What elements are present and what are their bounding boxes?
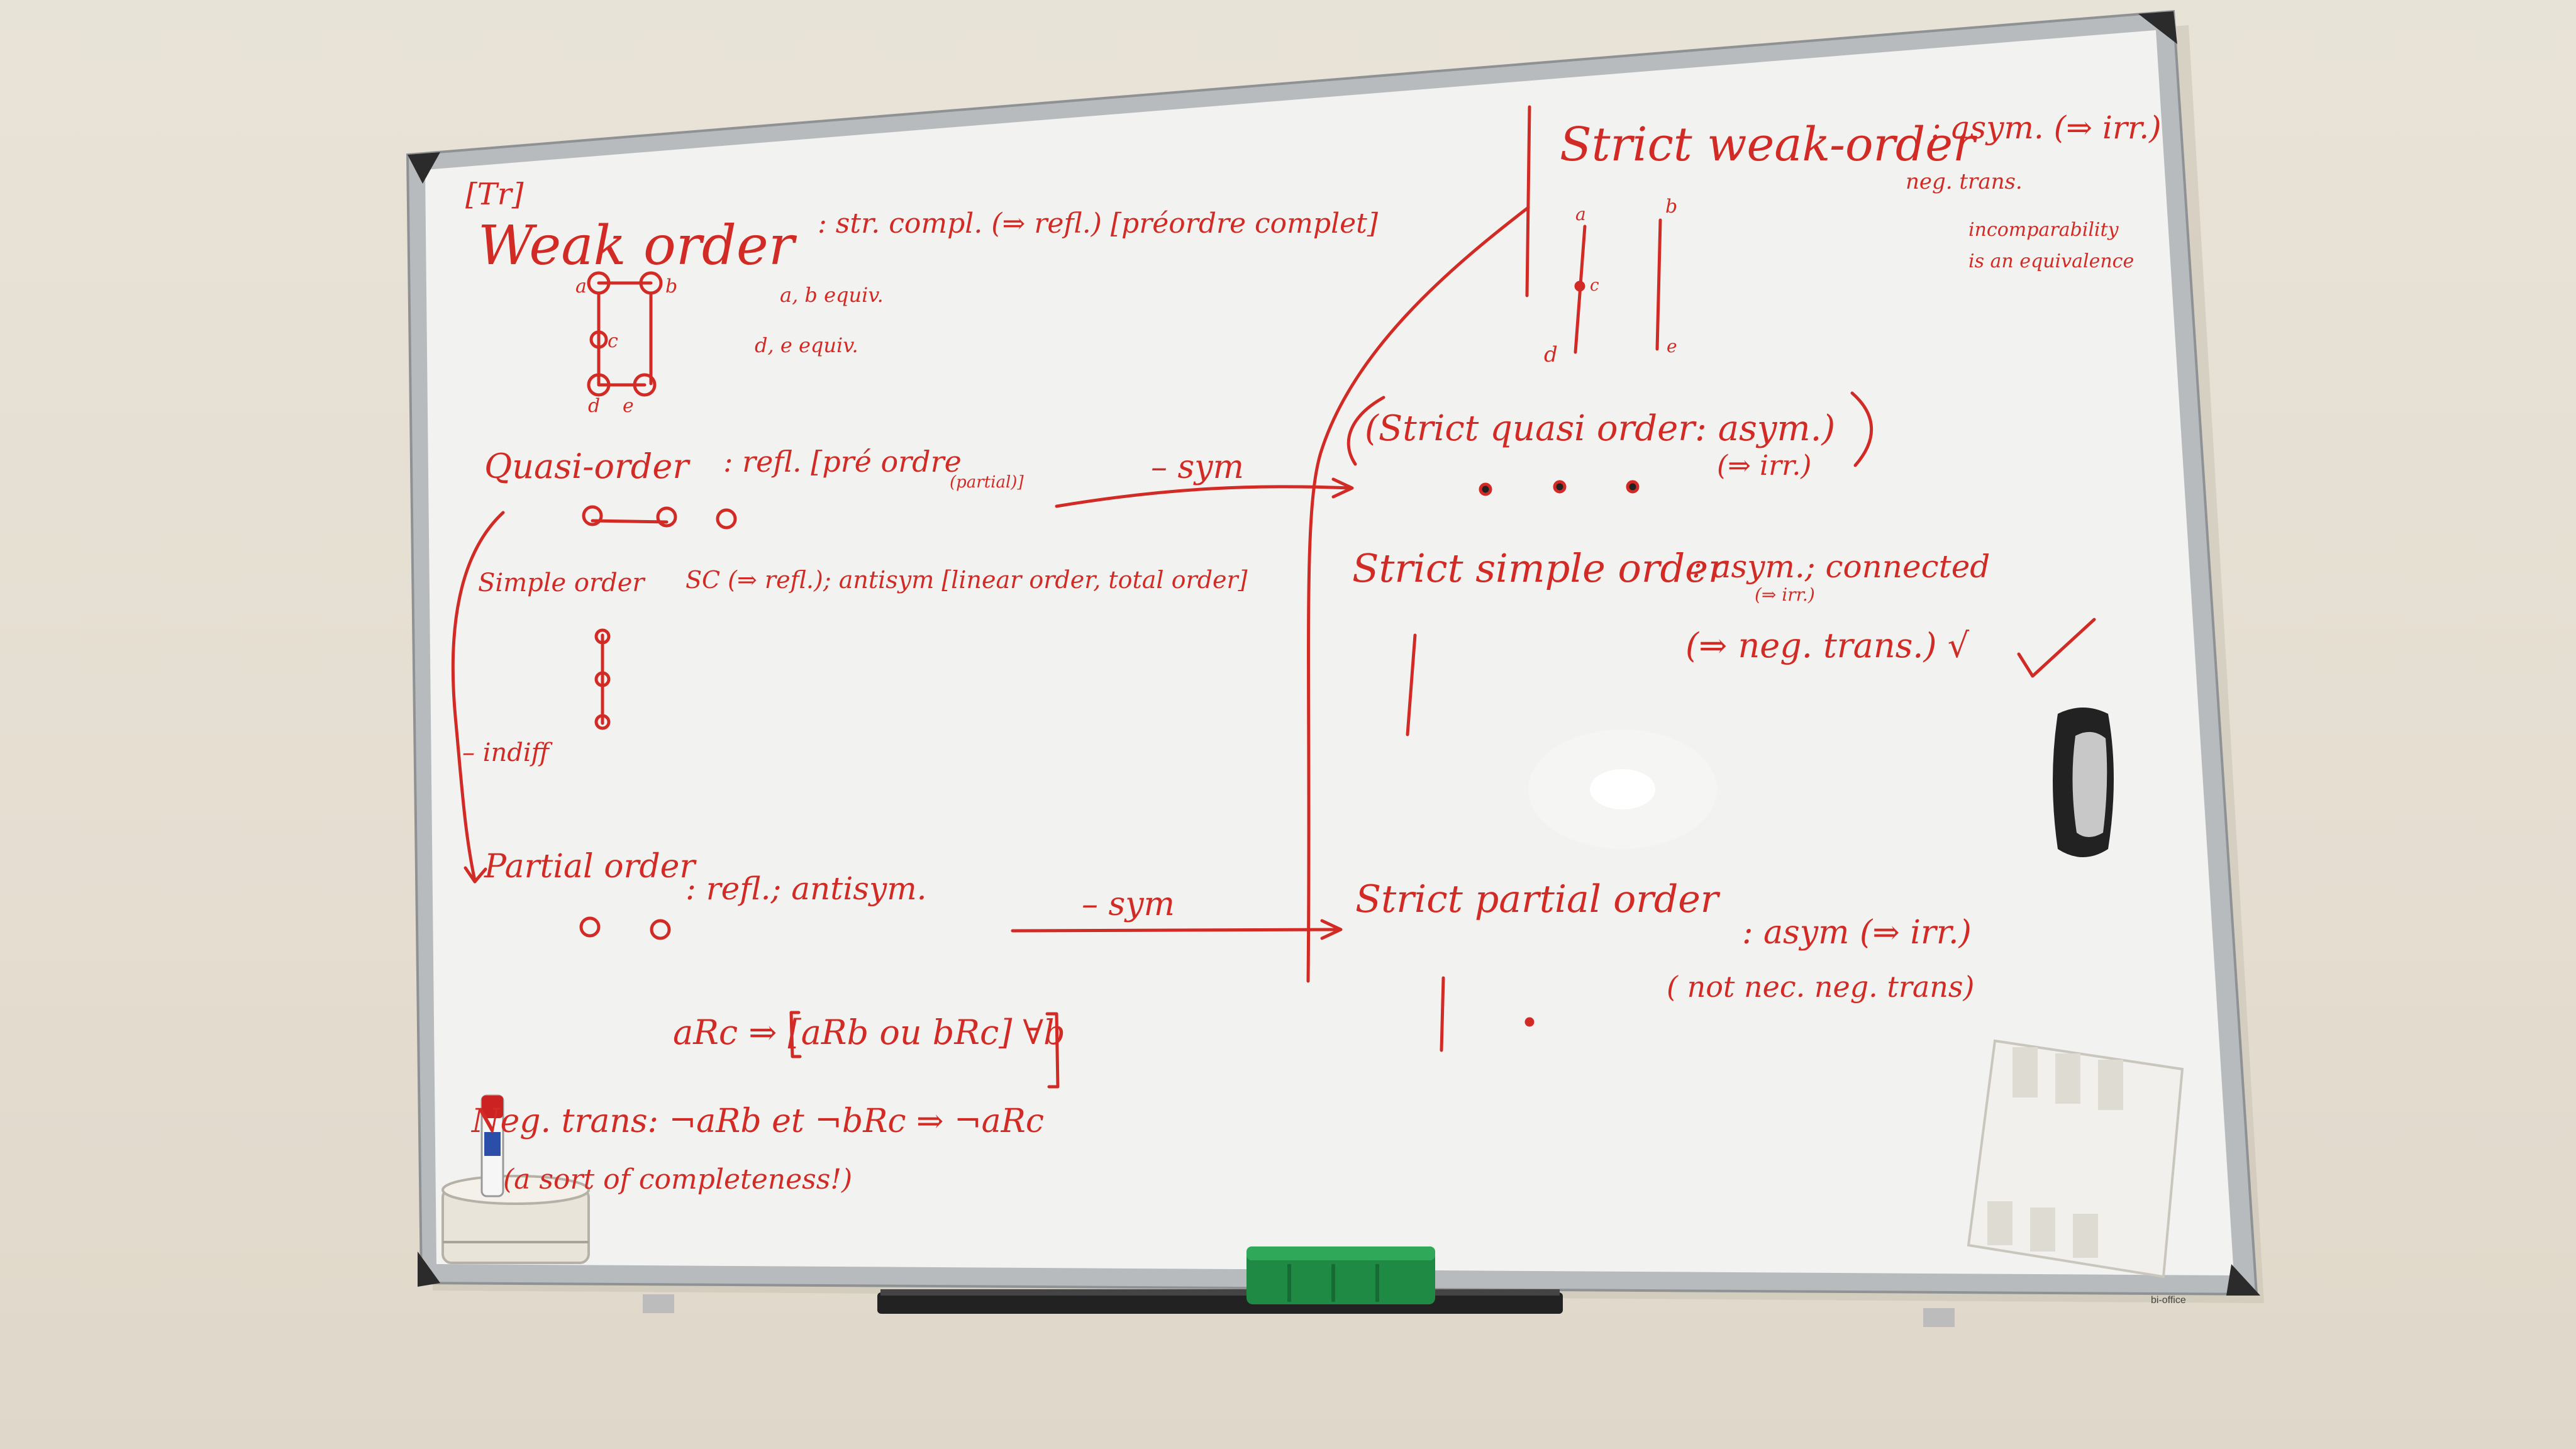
strict-weak-node-c: c [1590, 276, 1599, 295]
weak-order-node-e: e [623, 395, 634, 417]
marker-rack [1967, 1039, 2184, 1279]
strict-partial-definition: : asym (⇒ irr.) [1742, 914, 1972, 952]
strict-simple-definition: : asym.; connected [1692, 548, 1990, 585]
strict-quasi-sub: (⇒ irr.) [1717, 450, 1811, 482]
quasi-order-title: Quasi-order [484, 447, 691, 486]
indiff-label: – indiff [462, 738, 553, 767]
partial-order-definition: : refl.; antisym. [686, 870, 927, 907]
arrow-partial-to-strict [1011, 928, 1341, 933]
strict-weak-node-d: d [1544, 342, 1558, 367]
partial-order-title: Partial order [484, 848, 697, 886]
wall-bracket-right [1923, 1308, 1955, 1327]
strict-partial-note: ( not nec. neg. trans) [1667, 970, 1974, 1004]
glare [1590, 769, 1655, 809]
curved-arrow-weak [1306, 206, 1530, 983]
weak-order-note2: d, e equiv. [755, 333, 858, 357]
strict-weak-note2: incomparability [1968, 219, 2119, 241]
corner-cap-tr [2138, 11, 2177, 44]
board-tag: [Tr] [465, 177, 524, 212]
brand-label: bi-office [2151, 1295, 2186, 1306]
weak-order-node-c: c [608, 330, 618, 352]
marker-holder [441, 1175, 590, 1264]
weak-order-note1: a, b equiv. [780, 283, 884, 307]
arrow-quasi-to-strict [1055, 485, 1353, 508]
arrow-sym-label-2: – sym [1082, 886, 1175, 923]
strict-weak-diagram [1574, 218, 1662, 354]
weak-order-title: Weak order [478, 214, 797, 277]
glare-halo [1528, 730, 1717, 849]
weak-order-definition: : str. compl. (⇒ refl.) [préordre comple… [818, 208, 1379, 240]
quasi-order-sub: (partial)] [950, 473, 1024, 492]
quasi-order-diagram [582, 505, 737, 530]
strict-quasi-title: (Strict quasi order: asym.) [1365, 408, 1835, 449]
strict-partial-diagram [1440, 976, 1445, 1052]
strict-partial-title: Strict partial order [1355, 877, 1721, 921]
pen-tray [877, 1292, 1563, 1314]
checkmark [2017, 618, 2096, 678]
pen-tray-lip [880, 1289, 1560, 1296]
corner-cap-br [2226, 1264, 2260, 1296]
strict-simple-diagram [1406, 633, 1417, 736]
eraser[interactable] [1246, 1246, 1435, 1304]
simple-order-definition: SC (⇒ refl.); antisym [linear order, tot… [686, 566, 1248, 594]
neg-trans: Neg. trans: ¬aRb et ¬bRc ⇒ ¬aRc [470, 1102, 1044, 1140]
weak-order-node-d: d [588, 395, 600, 417]
quasi-order-definition: : refl. [pré ordre [723, 445, 962, 479]
weak-order-node-b: b [665, 275, 677, 297]
strict-weak-node-a: a [1575, 204, 1586, 225]
wall-bracket-left [643, 1294, 674, 1313]
simple-order-diagram [594, 628, 611, 730]
formula-bracket [789, 1011, 802, 1058]
partial-order-diagram [579, 916, 671, 940]
strict-simple-note: (⇒ neg. trans.) √ [1685, 626, 1970, 665]
strict-weak-note3: is an equivalence [1968, 250, 2134, 272]
strict-weak-definition: : asym. (⇒ irr.) [1931, 109, 2162, 146]
neg-trans-note: (a sort of completeness!) [503, 1163, 852, 1196]
strict-simple-title: Strict simple order [1352, 545, 1729, 591]
strict-weak-node-b: b [1665, 196, 1677, 218]
weak-order-node-a: a [575, 275, 587, 297]
red-marker[interactable] [480, 1094, 504, 1197]
strict-weak-note1: neg. trans. [1906, 169, 2023, 194]
corner-cap-bl [418, 1252, 440, 1287]
strict-quasi-bracket [1346, 396, 1385, 466]
formula: aRc ⇒ [aRb ou bRc] ∀b [673, 1013, 1065, 1052]
strict-simple-sub: (⇒ irr.) [1755, 584, 1815, 605]
simple-order-title: Simple order [478, 569, 646, 597]
strict-weak-title: Strict weak-order [1560, 118, 1978, 172]
left-bracket [451, 511, 505, 882]
corner-cap-tl [408, 152, 440, 184]
board-surface [425, 30, 2234, 1275]
strict-weak-node-e: e [1667, 336, 1677, 357]
weak-order-diagram [587, 271, 663, 397]
bracket-arrowhead [464, 866, 487, 884]
arrow-sym-label-1: – sym [1151, 448, 1244, 486]
magnet-holder [2053, 708, 2114, 857]
divider-top [1525, 105, 1531, 297]
